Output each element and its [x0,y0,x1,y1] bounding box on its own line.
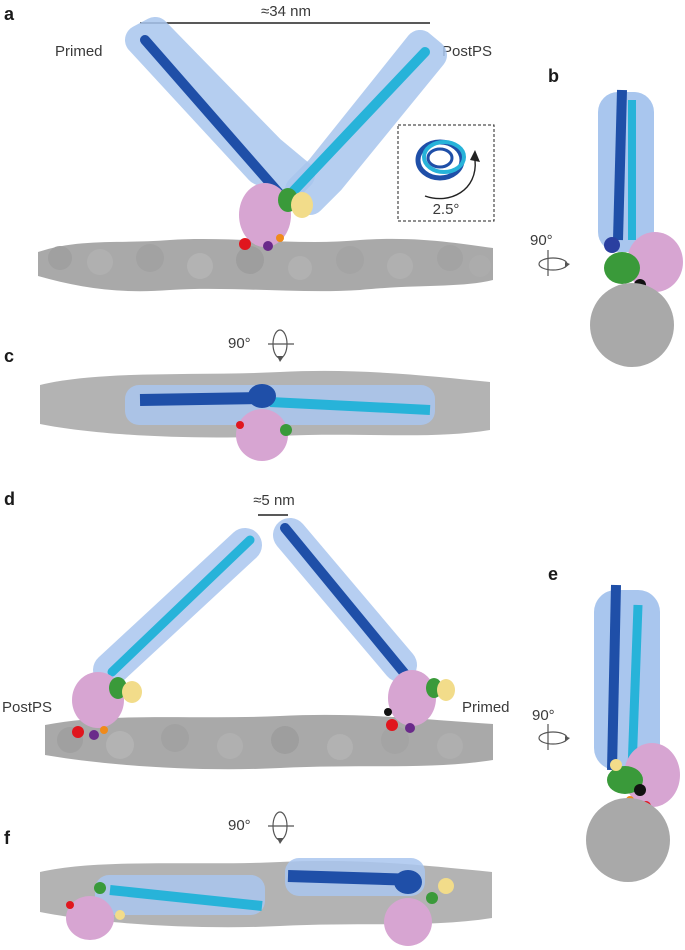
panel-d-left-motor-domain [72,672,142,740]
panel-d: d ≈5 nm PostPS Primed [2,489,510,770]
panel-a-scale-text: ≈34 nm [261,3,311,20]
panel-d-actin-filament [45,714,493,770]
panel-b-rotate-icon [538,250,570,276]
panel-e-primed-lever [607,584,621,771]
panel-c-rotation: 90° [228,335,251,352]
panel-f-left-motor-domain [66,882,125,940]
panel-b-rotation: 90° [530,232,553,249]
panel-a-postps-label: PostPS [442,43,492,60]
panel-f-postps-lever [109,885,263,911]
panel-d-primed-label: Primed [462,699,510,716]
panel-a: a ≈34 nm Primed PostPS [4,3,495,292]
panel-c-primed-lever [139,392,266,406]
panel-b-letter: b [548,66,559,86]
panel-d-postps-lever [107,535,255,677]
panel-e-light-chains [594,590,660,770]
panel-e-rotate-icon [538,724,570,750]
panel-e-rotation: 90° [532,707,555,724]
panel-d-postps-label: PostPS [2,699,52,716]
panel-c: c 90° [4,329,490,461]
panel-e: e 90° [532,564,680,882]
panel-a-inset-angle: 2.5° [433,201,460,218]
panel-b-actin [590,283,674,367]
panel-d-letter: d [4,489,15,509]
panel-f-right-motor-domain [384,870,454,946]
panel-c-letter: c [4,346,14,366]
panel-e-actin [586,798,670,882]
panel-d-primed-lever [280,523,415,685]
panel-d-scale-text: ≈5 nm [253,492,295,509]
panel-a-primed-lever [140,35,290,205]
panel-f-letter: f [4,828,11,848]
panel-a-postps-lever [280,47,430,205]
panel-e-letter: e [548,564,558,584]
panel-c-motor-domain [236,384,292,461]
panel-a-motor-domain [239,183,313,251]
panel-b-light-chains [598,92,654,252]
panel-f-rotate-icon [268,811,294,844]
panel-d-right-motor-domain [384,670,455,733]
panel-c-rotate-icon [268,329,294,362]
panel-f: f 90° [4,811,492,946]
panel-e-postps-lever [627,604,643,771]
panel-b-primed-lever [613,89,627,241]
panel-f-rotation: 90° [228,817,251,834]
panel-a-letter: a [4,4,15,24]
panel-d-actin-subunits [57,724,463,760]
panel-a-primed-label: Primed [55,43,103,60]
panel-a-actin-filament [38,238,493,292]
panel-b: b 90° [530,66,683,367]
panel-c-postps-lever [269,397,431,415]
panel-a-inset: 2.5° [397,124,495,222]
